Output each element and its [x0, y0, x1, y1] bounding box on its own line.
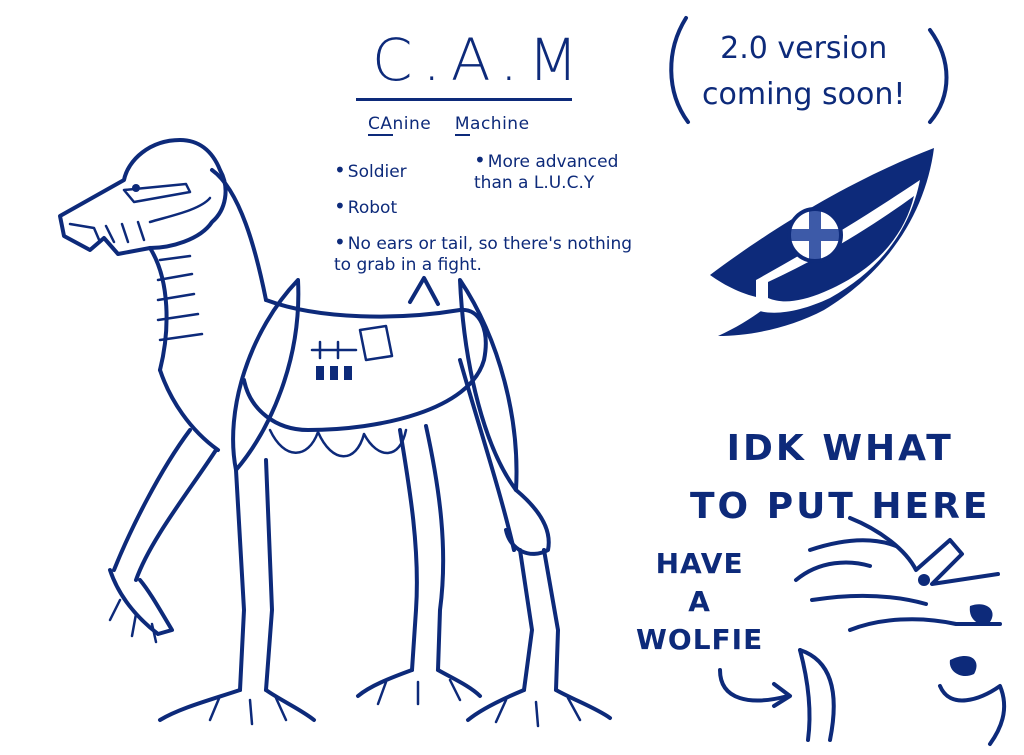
idk-line-2: TO PUT HERE [690, 486, 991, 527]
robot-eye-illustration [710, 148, 934, 336]
note-text: Soldier [347, 162, 407, 182]
note-text: No ears or tail, so there's nothing to g… [334, 234, 633, 275]
idk-caption: IDK WHAT TO PUT HERE [690, 420, 990, 536]
note-text: More advanced than a L.U.C.Y [474, 152, 619, 193]
subtitle-acronym-ca: CA [368, 114, 393, 136]
wolfie-line-3: WOLFIE [636, 623, 764, 656]
idk-line-1: IDK WHAT [726, 428, 954, 469]
cam-robot-dog-illustration [58, 138, 612, 728]
coming-soon-line-1: 2.0 version [720, 31, 888, 66]
coming-soon-brackets [669, 16, 949, 124]
wolfie-doodle [718, 516, 1007, 746]
note-text: Robot [347, 198, 398, 218]
title-underline [356, 98, 572, 101]
character-title: C.A.M [372, 26, 589, 94]
bullet-dot: • [474, 148, 486, 172]
bullet-dot: • [334, 230, 346, 254]
note-advanced: •More advanced than a L.U.C.Y [474, 150, 644, 194]
coming-soon-note: 2.0 version coming soon! [702, 26, 905, 118]
robot-eye [132, 184, 140, 192]
wolfie-caption: HAVE A WOLFIE [636, 545, 763, 659]
note-soldier: •Soldier [334, 160, 407, 183]
note-no-ears: •No ears or tail, so there's nothing to … [334, 232, 634, 276]
wolfie-line-1: HAVE [655, 547, 744, 580]
wolfie-eye [918, 574, 930, 586]
note-robot: •Robot [334, 196, 397, 219]
subtitle-word-nine: nine [392, 114, 432, 134]
character-subtitle: CAnine Machine [368, 114, 530, 136]
wolfie-line-2: A [688, 585, 711, 618]
bullet-dot: • [334, 158, 346, 182]
subtitle-acronym-m: M [454, 114, 471, 136]
coming-soon-line-2: coming soon! [702, 77, 906, 112]
subtitle-word-achine: achine [470, 114, 530, 134]
bullet-dot: • [334, 194, 346, 218]
